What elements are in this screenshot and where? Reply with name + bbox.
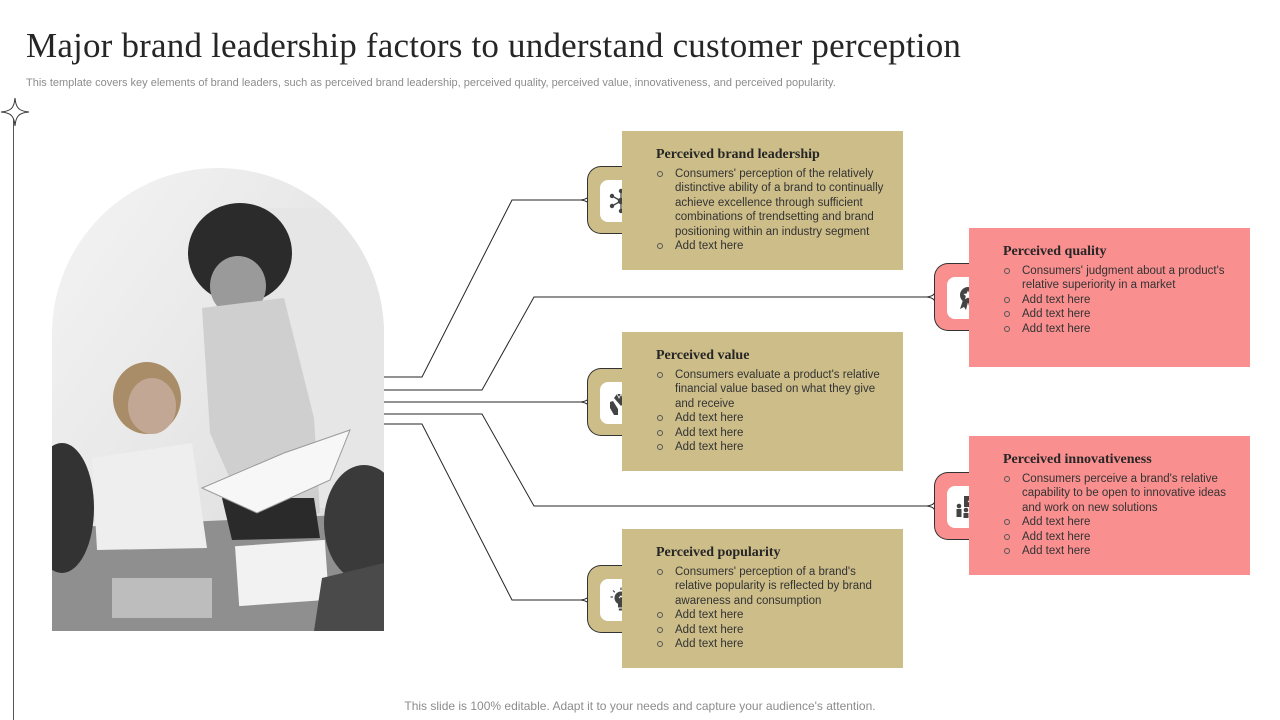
bullet-item: Consumers' judgment about a product's re… [1003, 264, 1240, 293]
card-title: Perceived value [656, 348, 750, 363]
sparkle-star-icon [0, 97, 30, 127]
bullet-item: Add text here [656, 239, 893, 253]
bullet-item: Consumers' perception of a brand's relat… [656, 565, 893, 608]
bullet-item: Add text here [1003, 515, 1240, 529]
decorative-vertical-line [13, 112, 14, 720]
bullet-item: Consumers evaluate a product's relative … [656, 368, 893, 411]
slide-subtitle: This template covers key elements of bra… [26, 77, 836, 89]
bullet-item: Add text here [656, 608, 893, 622]
bullet-item: Add text here [656, 440, 893, 454]
card-perceived-quality: Perceived quality Consumers' judgment ab… [969, 228, 1250, 367]
card-perceived-value: Perceived value Consumers evaluate a pro… [622, 332, 903, 471]
bullet-item: Add text here [656, 426, 893, 440]
bullet-item: Add text here [656, 637, 893, 651]
bullet-list: Consumers perceive a brand's relative ca… [1003, 472, 1240, 558]
bullet-item: Add text here [1003, 530, 1240, 544]
bullet-item: Add text here [1003, 307, 1240, 321]
card-title: Perceived brand leadership [656, 147, 820, 162]
bullet-item: Add text here [1003, 322, 1240, 336]
card-title: Perceived quality [1003, 244, 1107, 259]
slide-title: Major brand leadership factors to unders… [26, 26, 962, 65]
bullet-item: Consumers perceive a brand's relative ca… [1003, 472, 1240, 515]
team-meeting-photo [52, 168, 384, 631]
bullet-item: Consumers' perception of the relatively … [656, 167, 893, 239]
bullet-list: Consumers' judgment about a product's re… [1003, 264, 1240, 336]
bullet-item: Add text here [656, 411, 893, 425]
card-perceived-brand-leadership: Perceived brand leadership Consumers' pe… [622, 131, 903, 270]
bullet-item: Add text here [656, 623, 893, 637]
bullet-item: Add text here [1003, 544, 1240, 558]
card-perceived-innovativeness: Perceived innovativeness Consumers perce… [969, 436, 1250, 575]
bullet-list: Consumers evaluate a product's relative … [656, 368, 893, 454]
bullet-item: Add text here [1003, 293, 1240, 307]
bullet-list: Consumers' perception of a brand's relat… [656, 565, 893, 651]
card-perceived-popularity: Perceived popularity Consumers' percepti… [622, 529, 903, 668]
slide-footer: This slide is 100% editable. Adapt it to… [404, 699, 876, 713]
card-title: Perceived popularity [656, 545, 781, 560]
bullet-list: Consumers' perception of the relatively … [656, 167, 893, 253]
card-title: Perceived innovativeness [1003, 452, 1152, 467]
